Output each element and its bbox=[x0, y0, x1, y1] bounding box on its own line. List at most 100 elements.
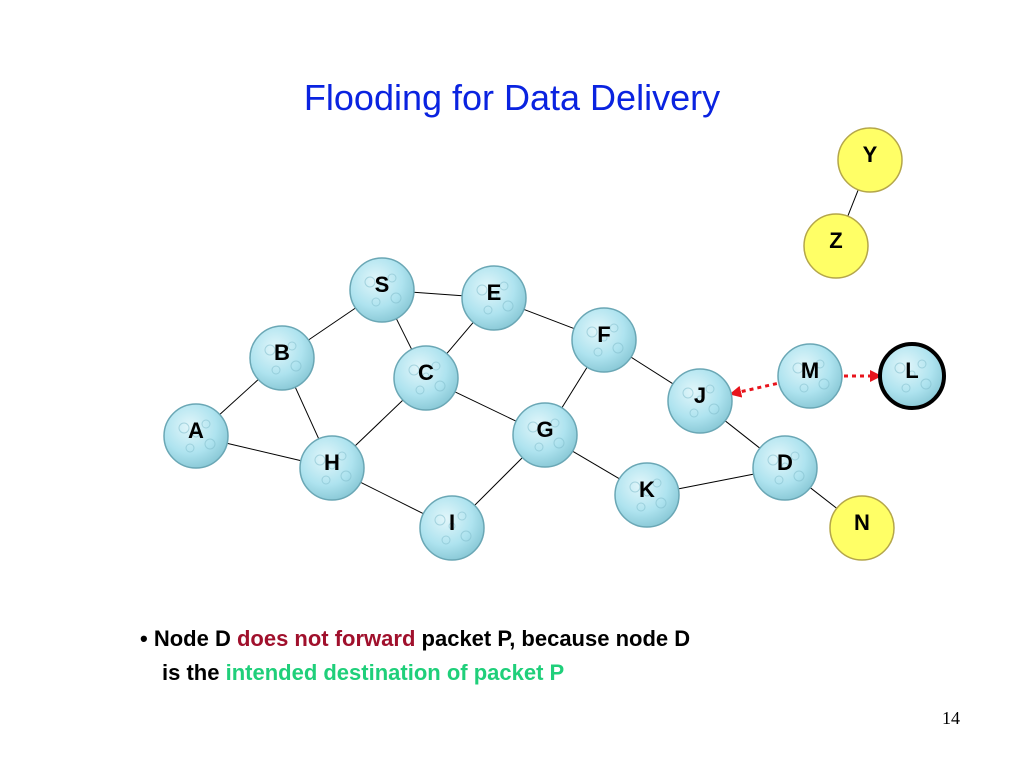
node-b-label: B bbox=[274, 340, 290, 365]
node-g-circle bbox=[512, 402, 578, 468]
node-i-circle bbox=[419, 495, 485, 561]
link-a-h bbox=[225, 442, 303, 462]
node-a: A bbox=[163, 403, 229, 469]
node-texture-bubble bbox=[178, 422, 190, 434]
bullet-point: • Node D does not forward packet P, beca… bbox=[140, 622, 900, 690]
node-texture-bubble bbox=[593, 347, 603, 357]
bullet-marker: • bbox=[140, 626, 148, 651]
link-f-j bbox=[629, 355, 675, 386]
link-g-i bbox=[472, 455, 525, 508]
node-h-label: H bbox=[324, 450, 340, 475]
node-texture-bubble bbox=[387, 273, 397, 283]
node-texture-bubble bbox=[434, 514, 446, 526]
node-texture-bubble bbox=[682, 387, 694, 399]
node-texture-bubble bbox=[790, 451, 800, 461]
links-layer bbox=[217, 187, 860, 516]
node-k-circle bbox=[614, 462, 680, 528]
bullet-text-part3: packet P, because node D bbox=[421, 626, 691, 651]
node-y-label: Y bbox=[863, 142, 878, 167]
node-texture-bubble bbox=[204, 438, 216, 450]
node-d-label: D bbox=[777, 450, 793, 475]
node-j-label: J bbox=[694, 383, 706, 408]
node-texture-bubble bbox=[655, 497, 667, 509]
bullet-highlight-green: intended destination of packet P bbox=[225, 660, 565, 685]
node-texture-bubble bbox=[792, 362, 804, 374]
node-e: E bbox=[461, 265, 527, 331]
node-texture-bubble bbox=[781, 462, 789, 470]
node-texture-bubble bbox=[612, 342, 624, 354]
node-texture-bubble bbox=[378, 284, 386, 292]
node-texture-bubble bbox=[696, 395, 704, 403]
node-texture-bubble bbox=[287, 341, 297, 351]
node-texture-bubble bbox=[185, 443, 195, 453]
node-g: G bbox=[512, 402, 578, 468]
node-texture-bubble bbox=[340, 470, 352, 482]
node-texture-bubble bbox=[799, 383, 809, 393]
link-b-h bbox=[293, 385, 321, 441]
node-texture-bubble bbox=[499, 281, 509, 291]
node-texture-bubble bbox=[806, 370, 814, 378]
bullet-line-2: is the intended destination of packet P bbox=[140, 656, 900, 690]
node-texture-bubble bbox=[328, 462, 336, 470]
node-texture-bubble bbox=[483, 305, 493, 315]
node-texture-bubble bbox=[534, 442, 544, 452]
node-i-label: I bbox=[449, 510, 455, 535]
node-z-label: Z bbox=[829, 228, 842, 253]
link-e-c bbox=[445, 320, 475, 356]
node-c-circle bbox=[393, 345, 459, 411]
node-texture-bubble bbox=[457, 511, 467, 521]
node-texture-bubble bbox=[431, 361, 441, 371]
link-j-d bbox=[723, 419, 762, 450]
link-d-n bbox=[808, 486, 839, 510]
node-a-circle bbox=[163, 403, 229, 469]
node-c-label: C bbox=[418, 360, 434, 385]
node-b-circle bbox=[249, 325, 315, 391]
node-texture-bubble bbox=[264, 344, 276, 356]
bullet-text-part4: is the bbox=[162, 660, 220, 685]
node-k: K bbox=[614, 462, 680, 528]
node-l-label: L bbox=[905, 358, 918, 383]
node-m: M bbox=[777, 343, 843, 409]
node-texture-bubble bbox=[337, 451, 347, 461]
node-texture-bubble bbox=[550, 418, 560, 428]
node-texture-bubble bbox=[629, 481, 641, 493]
node-e-label: E bbox=[487, 280, 502, 305]
node-texture-bubble bbox=[636, 502, 646, 512]
node-i: I bbox=[419, 495, 485, 561]
link-s-c bbox=[394, 316, 414, 352]
node-z: Z bbox=[803, 213, 869, 279]
link-b-a bbox=[217, 377, 261, 417]
node-y: Y bbox=[837, 127, 903, 193]
node-texture-bubble bbox=[290, 360, 302, 372]
link-y-z bbox=[846, 187, 860, 219]
link-s-e bbox=[411, 291, 465, 297]
node-b: B bbox=[249, 325, 315, 391]
node-texture-bubble bbox=[271, 365, 281, 375]
node-texture-bubble bbox=[917, 359, 927, 369]
node-f-label: F bbox=[597, 322, 610, 347]
node-texture-bubble bbox=[705, 384, 715, 394]
node-texture-bubble bbox=[201, 419, 211, 429]
link-e-f bbox=[521, 308, 577, 330]
node-s-label: S bbox=[375, 272, 390, 297]
node-texture-bubble bbox=[553, 437, 565, 449]
link-g-k bbox=[570, 449, 622, 481]
link-c-g bbox=[452, 390, 519, 423]
node-l: L bbox=[878, 342, 946, 410]
node-c: C bbox=[393, 345, 459, 411]
node-e-circle bbox=[461, 265, 527, 331]
link-c-h bbox=[353, 398, 405, 448]
node-texture-bubble bbox=[767, 454, 779, 466]
node-l-circle bbox=[878, 342, 946, 410]
node-texture-bubble bbox=[708, 403, 720, 415]
arrows-layer bbox=[729, 370, 882, 398]
node-texture-bubble bbox=[434, 380, 446, 392]
link-k-d bbox=[676, 473, 756, 490]
node-texture-bubble bbox=[541, 429, 549, 437]
node-texture-bubble bbox=[818, 378, 830, 390]
arrow-m-j bbox=[729, 382, 778, 398]
node-d: D bbox=[752, 435, 818, 501]
node-texture-bubble bbox=[314, 454, 326, 466]
node-n-circle bbox=[829, 495, 895, 561]
